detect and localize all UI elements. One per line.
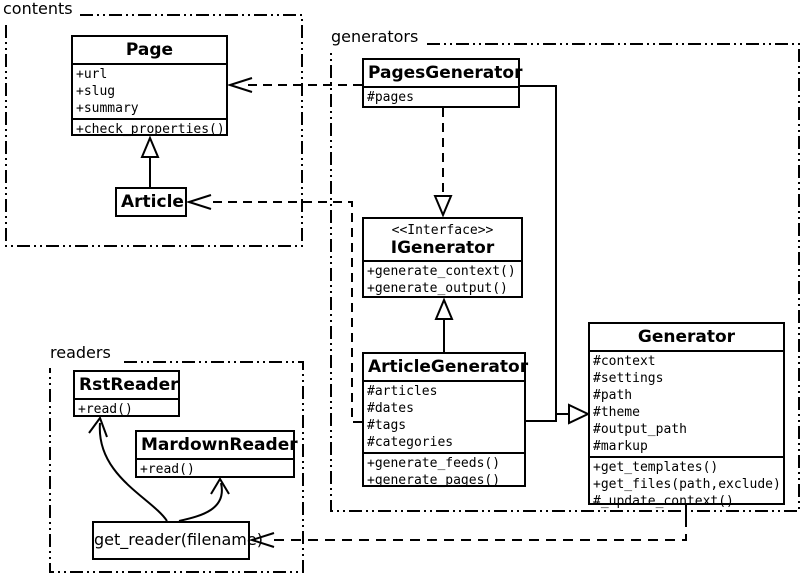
class-box-generator: Generator #context #settings #path #them…: [588, 322, 785, 509]
class-title-generator: Generator: [637, 327, 736, 347]
page-methods: +check_properties(): [73, 118, 226, 139]
package-contents-label: contents: [2, 0, 74, 18]
attribute-row: #output_path: [593, 422, 687, 437]
edge-article-extends-page: [140, 135, 160, 187]
edge-getreader-to-markdownreader: [178, 477, 230, 522]
package-readers-border: [49, 361, 304, 573]
attribute-row: +summary: [76, 101, 139, 116]
package-contents-border: [5, 14, 303, 247]
articlegenerator-attributes: #articles #dates #tags #categories: [364, 380, 524, 452]
pagesgenerator-attributes: #pages: [364, 86, 518, 107]
edge-generator-uses-getreader: [248, 503, 687, 548]
class-title-page: Page: [125, 40, 174, 60]
edge-generators-extend-generator: [520, 85, 591, 425]
attribute-row: #theme: [593, 405, 640, 420]
edge-articlegenerator-uses-article: [185, 194, 362, 423]
method-row: +generate_feeds(): [367, 456, 501, 471]
attribute-row: #settings: [593, 371, 664, 386]
attribute-row: +slug: [76, 84, 116, 99]
class-title-article: Article: [121, 192, 184, 212]
attribute-row: #categories: [367, 435, 454, 450]
attribute-row: #context: [593, 354, 656, 369]
attribute-row: #markup: [593, 439, 648, 454]
attribute-row: #dates: [367, 401, 414, 416]
class-title-markdownreader: MardownReader: [141, 435, 298, 455]
method-row: +generate_pages(): [367, 473, 501, 488]
method-row: +generate_context(): [367, 264, 516, 279]
class-box-pagesgenerator: PagesGenerator #pages: [362, 58, 523, 108]
attribute-row: #articles: [367, 384, 438, 399]
page-attributes: +url +slug +summary: [73, 63, 226, 118]
attribute-row: #path: [593, 388, 633, 403]
class-box-rstreader: RstReader +read(): [73, 370, 180, 417]
edge-pagesgenerator-implements-igenerator: [433, 108, 453, 218]
getreader-label: get_reader(filename): [94, 530, 263, 549]
method-row: +get_files(path,exclude): [593, 477, 781, 492]
method-row: +generate_output(): [367, 281, 508, 296]
igenerator-methods: +generate_context() +generate_output(): [364, 260, 521, 298]
edge-getreader-to-rstreader: [88, 415, 168, 522]
class-title-pagesgenerator: PagesGenerator: [368, 63, 523, 83]
method-row: +check_properties(): [76, 122, 225, 137]
class-box-igenerator: <<Interface>> IGenerator +generate_conte…: [362, 217, 523, 298]
markdownreader-methods: +read(): [137, 458, 293, 479]
attribute-row: #pages: [367, 90, 414, 105]
attribute-row: #tags: [367, 418, 407, 433]
rstreader-methods: +read(): [75, 398, 178, 419]
edge-articlegenerator-extends-igenerator: [434, 297, 454, 352]
class-box-page: Page +url +slug +summary +check_properti…: [71, 35, 228, 139]
class-title-igenerator: IGenerator: [390, 238, 495, 258]
package-generators-label: generators: [330, 27, 420, 46]
class-box-article: Article: [115, 187, 187, 217]
package-generators-border: [330, 43, 800, 512]
class-title-rstreader: RstReader: [79, 375, 179, 395]
method-row: +read(): [78, 402, 133, 417]
edge-pagesgenerator-uses-page: [226, 77, 362, 93]
attribute-row: +url: [76, 67, 108, 82]
method-row: #_update_context(): [593, 494, 734, 509]
class-title-articlegenerator: ArticleGenerator: [368, 357, 529, 377]
igenerator-stereotype: <<Interface>>: [391, 223, 494, 238]
method-row: +read(): [140, 462, 195, 477]
generator-methods: +get_templates() +get_files(path,exclude…: [590, 456, 783, 511]
class-box-markdownreader: MardownReader +read(): [135, 430, 298, 479]
method-row: +get_templates(): [593, 460, 719, 475]
class-box-articlegenerator: ArticleGenerator #articles #dates #tags …: [362, 352, 529, 490]
articlegenerator-methods: +generate_feeds() +generate_pages(): [364, 452, 524, 490]
generator-attributes: #context #settings #path #theme #output_…: [590, 350, 783, 456]
function-box-getreader: get_reader(filename): [92, 521, 263, 560]
package-readers-label: readers: [49, 343, 112, 362]
